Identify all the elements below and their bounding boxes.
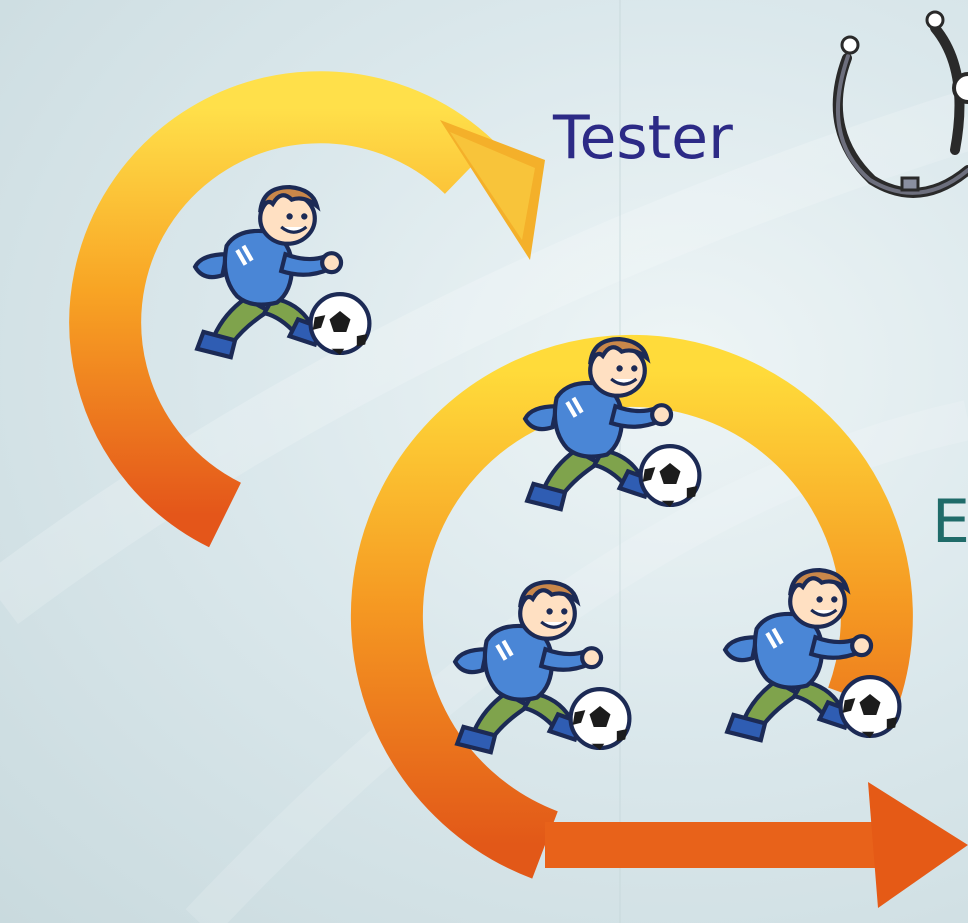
stethoscope-icon <box>832 10 968 198</box>
tester-label: Tester <box>553 103 733 173</box>
soccer-player-icon <box>195 187 369 357</box>
partial-label: E <box>932 487 968 557</box>
circular-arrow-icon <box>350 334 968 908</box>
soccer-player-icon <box>455 582 629 752</box>
background-streak <box>0 91 968 625</box>
background-streak <box>185 400 968 923</box>
circular-arrow-icon <box>69 71 545 548</box>
